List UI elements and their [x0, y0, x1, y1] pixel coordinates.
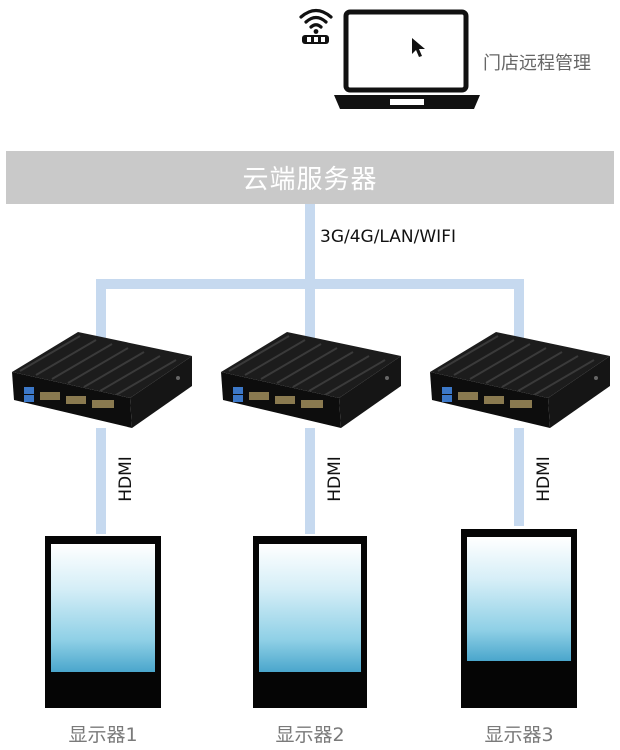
box3-drop-line: [514, 279, 524, 341]
display-2: [253, 536, 367, 708]
cloud-server-label: 云端服务器: [242, 165, 378, 195]
mini-pc-2-icon: [221, 332, 401, 428]
box1-drop-line: [96, 279, 106, 341]
display-1-label: 显示器1: [68, 724, 138, 746]
display-2-screen: [259, 544, 361, 672]
cloud-server-bar: 云端服务器: [6, 151, 614, 204]
display-1-screen: [51, 544, 155, 672]
hdmi-line-3: [514, 428, 524, 526]
cursor-icon: [412, 38, 425, 57]
network-trunk-line: [305, 204, 315, 284]
display-1: [45, 536, 161, 708]
hdmi-line-2: [305, 428, 315, 534]
display-3-screen: [467, 537, 571, 661]
display-3: [461, 529, 577, 708]
remote-management-label: 门店远程管理: [483, 53, 591, 74]
network-label: 3G/4G/LAN/WIFI: [320, 227, 456, 247]
hdmi-label-3: HDMI: [534, 456, 554, 502]
display-3-label: 显示器3: [484, 724, 554, 746]
laptop-icon: [334, 9, 480, 109]
display-2-label: 显示器2: [275, 724, 345, 746]
mini-pc-1-icon: [12, 332, 192, 428]
hdmi-label-1: HDMI: [116, 456, 136, 502]
mini-pc-3-icon: [430, 332, 610, 428]
hdmi-label-2: HDMI: [325, 456, 345, 502]
box2-drop-line: [305, 279, 315, 341]
hdmi-line-1: [96, 428, 106, 534]
wifi-icon: [299, 8, 333, 44]
